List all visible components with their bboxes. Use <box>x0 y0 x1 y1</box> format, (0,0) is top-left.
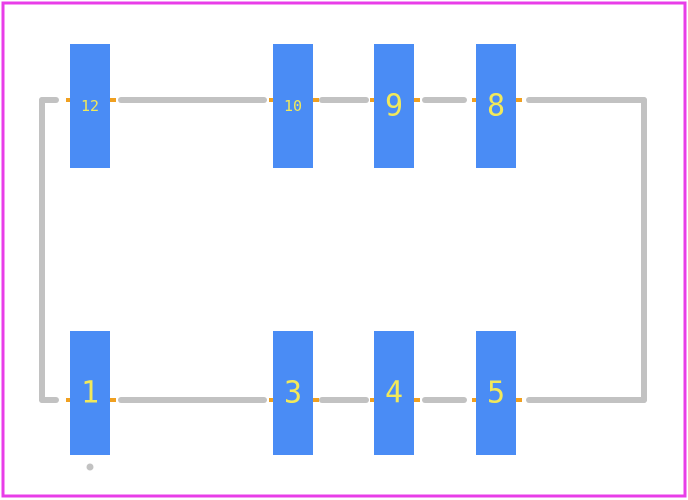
pad-rect[interactable] <box>476 331 516 455</box>
pad-number-label: 3 <box>284 376 302 411</box>
pad-number-label: 12 <box>81 97 99 115</box>
pad-rect[interactable] <box>70 331 110 455</box>
pad-rect[interactable] <box>374 44 414 168</box>
pad-rect[interactable] <box>476 44 516 168</box>
pad-10[interactable]: 10 <box>273 44 313 168</box>
pad-rect[interactable] <box>70 44 110 168</box>
pad-number-label: 1 <box>81 376 99 411</box>
pad-rect[interactable] <box>374 331 414 455</box>
pad-number-label: 8 <box>487 89 505 124</box>
pad-rect[interactable] <box>273 331 313 455</box>
pin1-marker-dot <box>86 463 94 471</box>
pad-3[interactable]: 3 <box>273 331 313 455</box>
pad-4[interactable]: 4 <box>374 331 414 455</box>
pad-12[interactable]: 12 <box>70 44 110 168</box>
pad-number-label: 5 <box>487 376 505 411</box>
pads: 12 10 9 8 1 3 4 5 <box>70 44 516 455</box>
pad-rect[interactable] <box>273 44 313 168</box>
pad-number-label: 9 <box>385 89 403 124</box>
component-leads <box>66 98 522 402</box>
pad-1[interactable]: 1 <box>70 331 110 455</box>
pad-8[interactable]: 8 <box>476 44 516 168</box>
pad-9[interactable]: 9 <box>374 44 414 168</box>
pad-number-label: 10 <box>284 97 302 115</box>
pad-5[interactable]: 5 <box>476 331 516 455</box>
component-body-outline <box>39 97 647 403</box>
pad-number-label: 4 <box>385 376 403 411</box>
